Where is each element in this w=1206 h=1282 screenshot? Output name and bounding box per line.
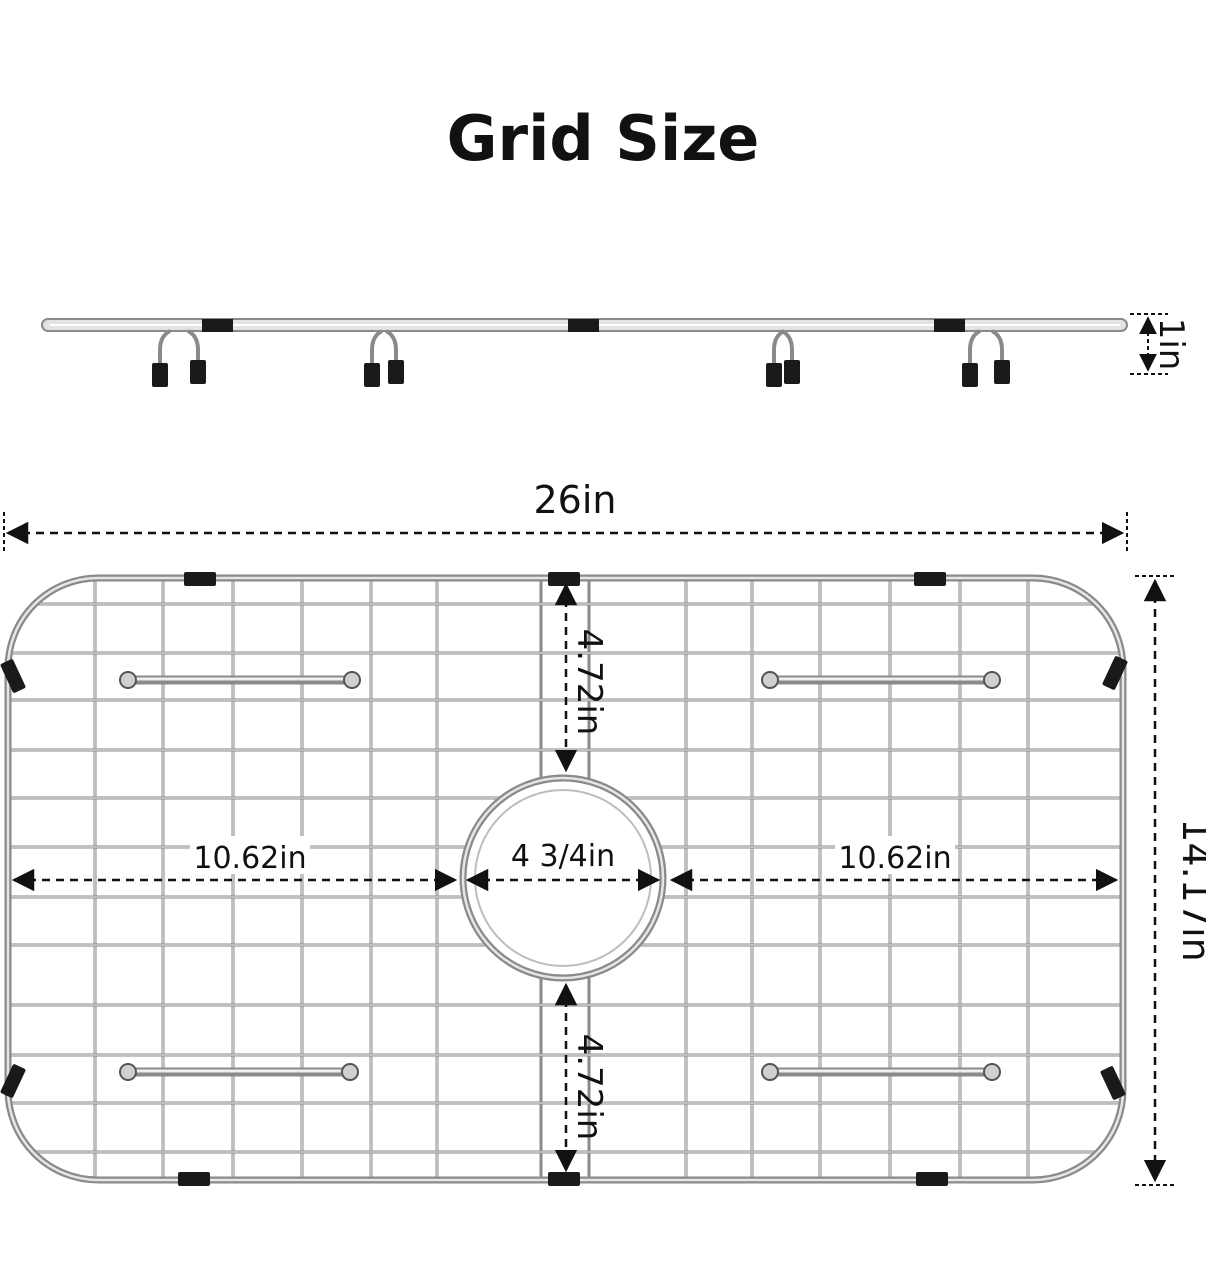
depth-label: 14.17in [1174, 818, 1206, 961]
side-bumper [568, 319, 599, 332]
hole-top-label: 4.72in [569, 629, 609, 736]
leg-wire [990, 329, 1004, 364]
bumper [1102, 656, 1128, 690]
bumper [0, 1064, 26, 1098]
side-view: 1in [41, 313, 1191, 387]
foot-cap [994, 360, 1010, 384]
leg-wire [772, 329, 786, 364]
leg-wire [158, 329, 172, 364]
foot-cap [152, 363, 168, 387]
bar-end [761, 671, 779, 689]
foot-cap [190, 360, 206, 384]
bar-end [983, 1063, 1001, 1081]
bar-end [343, 671, 361, 689]
width-dimension: 26in [3, 478, 1128, 552]
foot-cap [766, 363, 782, 387]
side-bumper [934, 319, 965, 332]
width-label: 26in [534, 478, 617, 522]
leg-wire [370, 329, 384, 364]
bumper [548, 1172, 580, 1186]
foot-cap [784, 360, 800, 384]
left-span-label: 10.62in [193, 841, 306, 876]
hole-bottom-dimension: 4.72in [554, 982, 609, 1173]
left-span-dimension: 10.62in [11, 836, 458, 892]
bumper [178, 1172, 210, 1186]
hole-diameter-dimension: 4 3/4in [465, 839, 661, 892]
bar-end [341, 1063, 359, 1081]
depth-dimension: 14.17in [1135, 575, 1206, 1186]
hole-top-dimension: 4.72in [554, 582, 609, 773]
height-dimension: 1in [1130, 313, 1191, 375]
bumper [916, 1172, 948, 1186]
right-span-dimension: 10.62in [669, 836, 1119, 892]
bumper [1100, 1066, 1126, 1100]
hole-bottom-label: 4.72in [569, 1034, 609, 1141]
bar-end [119, 1063, 137, 1081]
right-span-label: 10.62in [838, 841, 951, 876]
height-label: 1in [1151, 318, 1191, 371]
side-feet [152, 329, 1010, 387]
bumper [914, 572, 946, 586]
foot-cap [388, 360, 404, 384]
bumper [548, 572, 580, 586]
support-bars [119, 671, 1001, 1081]
leg-wire [384, 329, 398, 364]
bar-end [761, 1063, 779, 1081]
bar-end [983, 671, 1001, 689]
foot-cap [962, 363, 978, 387]
bumpers [0, 572, 1128, 1186]
page-title: Grid Size [446, 102, 760, 175]
leg-wire [186, 329, 200, 364]
foot-cap [364, 363, 380, 387]
side-bumper [202, 319, 233, 332]
bumper [0, 659, 26, 693]
hole-diameter-label: 4 3/4in [511, 839, 615, 874]
leg-wire [780, 329, 794, 364]
leg-wire [968, 329, 982, 364]
bumper [184, 572, 216, 586]
bar-end [119, 671, 137, 689]
